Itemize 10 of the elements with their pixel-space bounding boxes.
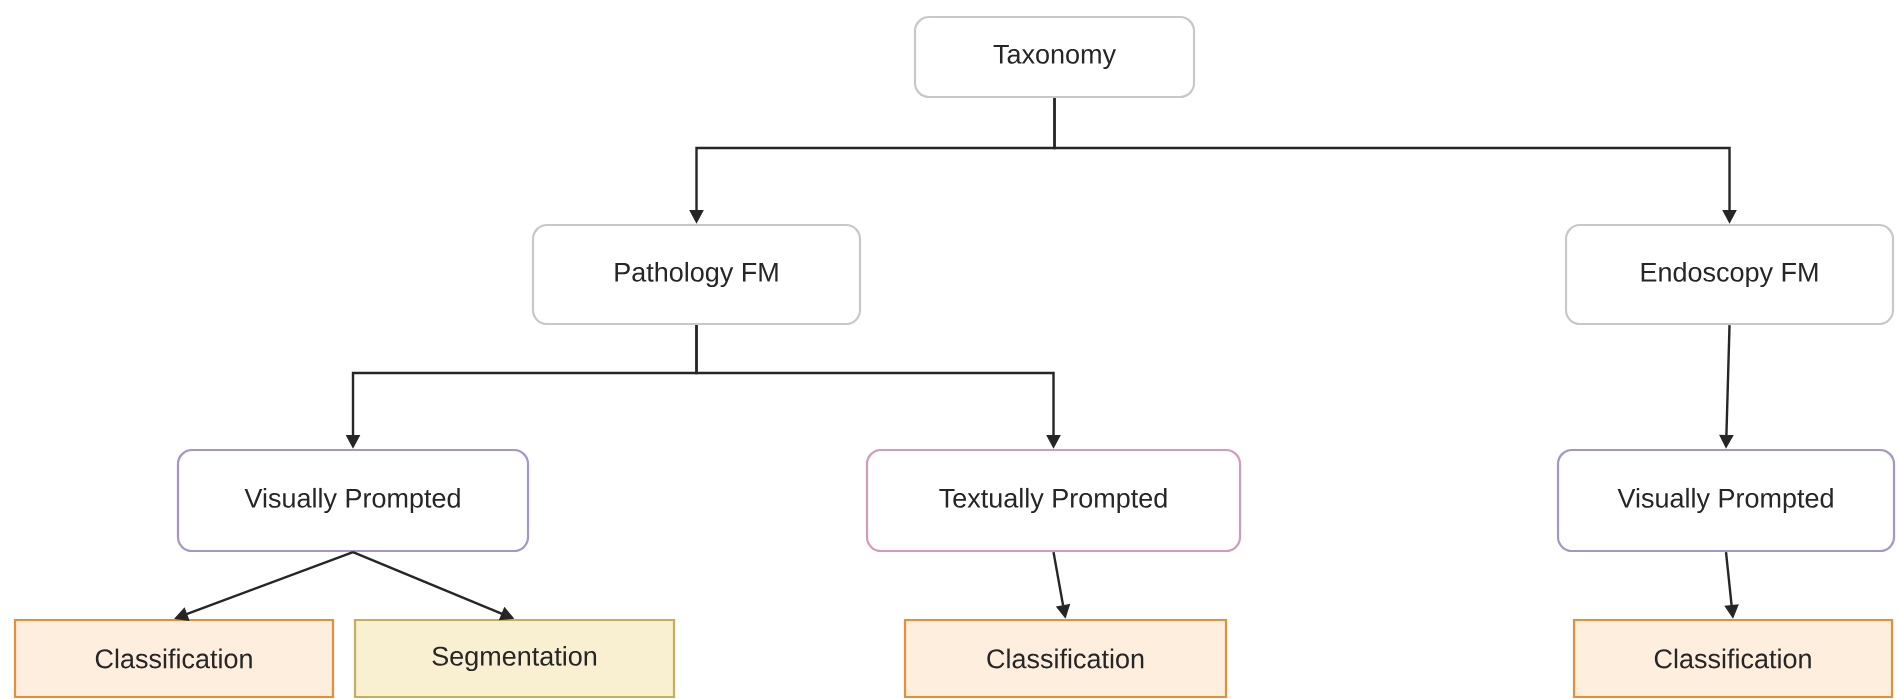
task-box: Classification	[1572, 618, 1894, 699]
task-box: Classification	[903, 618, 1228, 699]
category-box: Visually Prompted	[176, 448, 530, 553]
category-box: Taxonomy	[913, 15, 1196, 99]
category-box: Pathology FM	[531, 223, 862, 326]
category-box: Textually Prompted	[865, 448, 1242, 553]
task-box: Segmentation	[353, 618, 676, 699]
category-box: Endoscopy FM	[1564, 223, 1895, 326]
category-box: Visually Prompted	[1556, 448, 1896, 553]
task-box: Classification	[13, 618, 335, 699]
